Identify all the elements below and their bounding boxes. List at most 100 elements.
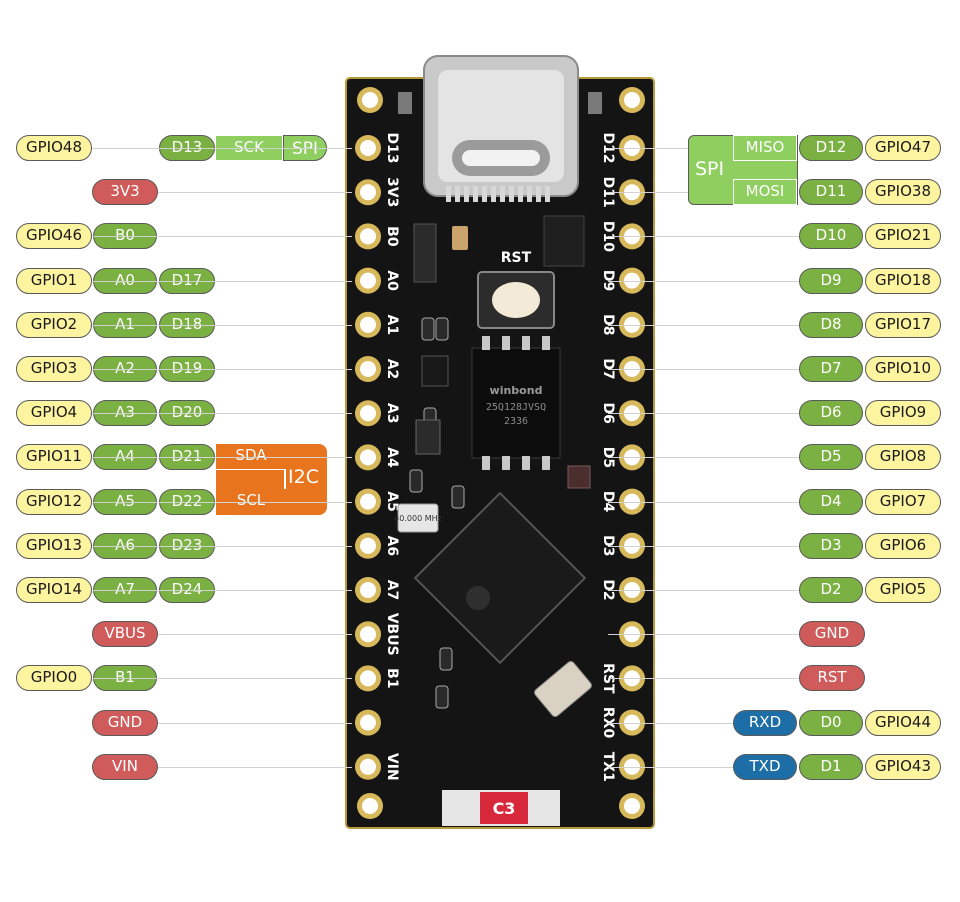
led	[588, 92, 602, 114]
reset-label: RST	[501, 250, 532, 266]
leader-line	[608, 545, 799, 547]
leader-line	[92, 457, 352, 459]
gpio-label: GPIO6	[865, 532, 941, 559]
usb-pin	[482, 186, 487, 202]
power-label: VIN	[92, 753, 158, 780]
usb-pin	[473, 186, 478, 202]
pin-hole	[360, 140, 376, 156]
silk-label: VIN	[384, 753, 400, 781]
gpio-label: GPIO47	[865, 135, 941, 161]
leader-line	[92, 501, 352, 503]
usb-pin	[464, 186, 469, 202]
pin-hole	[360, 626, 376, 643]
power-label: VBUS	[92, 621, 158, 648]
leader-line	[92, 148, 352, 149]
leader-line	[92, 678, 352, 680]
regulator	[413, 223, 437, 283]
leader-line	[608, 324, 799, 326]
crystal	[397, 503, 439, 533]
flash-pin	[502, 336, 510, 350]
digital-label: D9	[799, 267, 863, 294]
usb-pin	[500, 186, 505, 202]
pin-hole	[360, 537, 376, 554]
silk-label: A5	[384, 491, 400, 512]
pin-hole	[360, 228, 376, 245]
mounting-hole	[362, 798, 378, 814]
silk-label: B1	[384, 668, 400, 688]
leader-line	[92, 545, 352, 547]
gpio-label: GPIO11	[16, 444, 92, 471]
leader-line	[608, 369, 799, 370]
mounting-hole	[362, 92, 378, 108]
flash-pin	[522, 336, 530, 350]
gpio-label: GPIO21	[865, 223, 941, 250]
digital-label: D10	[799, 223, 863, 250]
leader-line	[608, 590, 799, 591]
pin-hole	[360, 758, 376, 775]
silk-label: 3V3	[384, 177, 400, 207]
gpio-label: GPIO0	[16, 665, 92, 692]
pin-hole	[360, 405, 376, 422]
leader-line	[608, 280, 799, 282]
led	[398, 92, 412, 114]
usb-c-tongue	[462, 150, 540, 166]
gpio-label: GPIO17	[865, 311, 941, 338]
pin-hole	[360, 582, 376, 598]
digital-label: D1	[799, 753, 863, 780]
digital-label: D12	[799, 135, 863, 161]
leader-line	[158, 722, 352, 724]
leader-line	[158, 634, 352, 636]
usb-pin	[491, 186, 496, 202]
gpio-label: GPIO46	[16, 223, 92, 250]
sensor-ic	[421, 355, 449, 387]
power-label: GND	[92, 709, 158, 736]
spi-group-label: SPI	[695, 158, 725, 180]
digital-label: D0	[799, 709, 863, 736]
crystal-label: 40.000 MHz	[394, 514, 442, 523]
flash-pin	[522, 456, 530, 470]
gpio-label: GPIO5	[865, 577, 941, 603]
usb-pin	[455, 186, 460, 202]
usb-pin	[536, 186, 541, 202]
silk-label: A7	[384, 580, 400, 601]
ceramic-antenna	[534, 661, 592, 717]
pin-hole	[360, 361, 376, 377]
gpio-label: GPIO12	[16, 488, 92, 515]
silk-label: A0	[384, 270, 400, 291]
usb-pin	[446, 186, 451, 202]
gpio-label: GPIO9	[865, 400, 941, 427]
gpio-label: GPIO8	[865, 444, 941, 471]
passive-component	[439, 647, 453, 671]
leader-line	[608, 678, 799, 680]
flash-pin	[502, 456, 510, 470]
gpio-label: GPIO7	[865, 488, 941, 515]
passive-component	[409, 469, 423, 493]
usb-pin	[545, 186, 550, 202]
esp32-chip	[413, 491, 587, 665]
gpio-label: GPIO13	[16, 532, 92, 559]
i2c-group-label: I2C	[288, 466, 319, 489]
gpio-label: GPIO44	[865, 709, 941, 736]
flash-pin	[482, 456, 490, 470]
gpio-label: GPIO43	[865, 753, 941, 780]
flash-part: 25Q128JVSQ	[486, 402, 546, 413]
usb-pin	[527, 186, 532, 202]
pin-hole	[360, 316, 376, 333]
digital-label: D11	[799, 179, 863, 206]
gpio-label: GPIO18	[865, 267, 941, 294]
pin-hole	[360, 449, 376, 466]
digital-label: D2	[799, 577, 863, 603]
leader-line	[608, 192, 688, 194]
usb-pin	[509, 186, 514, 202]
passive-component	[435, 685, 449, 709]
spi-function-label: MISO	[733, 135, 797, 161]
antenna-chip	[567, 465, 591, 489]
digital-label: D5	[799, 444, 863, 471]
passive-component	[451, 485, 465, 509]
silk-label: A3	[384, 403, 400, 424]
leader-line	[92, 590, 352, 591]
uart-label: TXD	[733, 753, 797, 780]
silk-label: VBUS	[384, 613, 400, 656]
leader-line	[608, 457, 799, 459]
